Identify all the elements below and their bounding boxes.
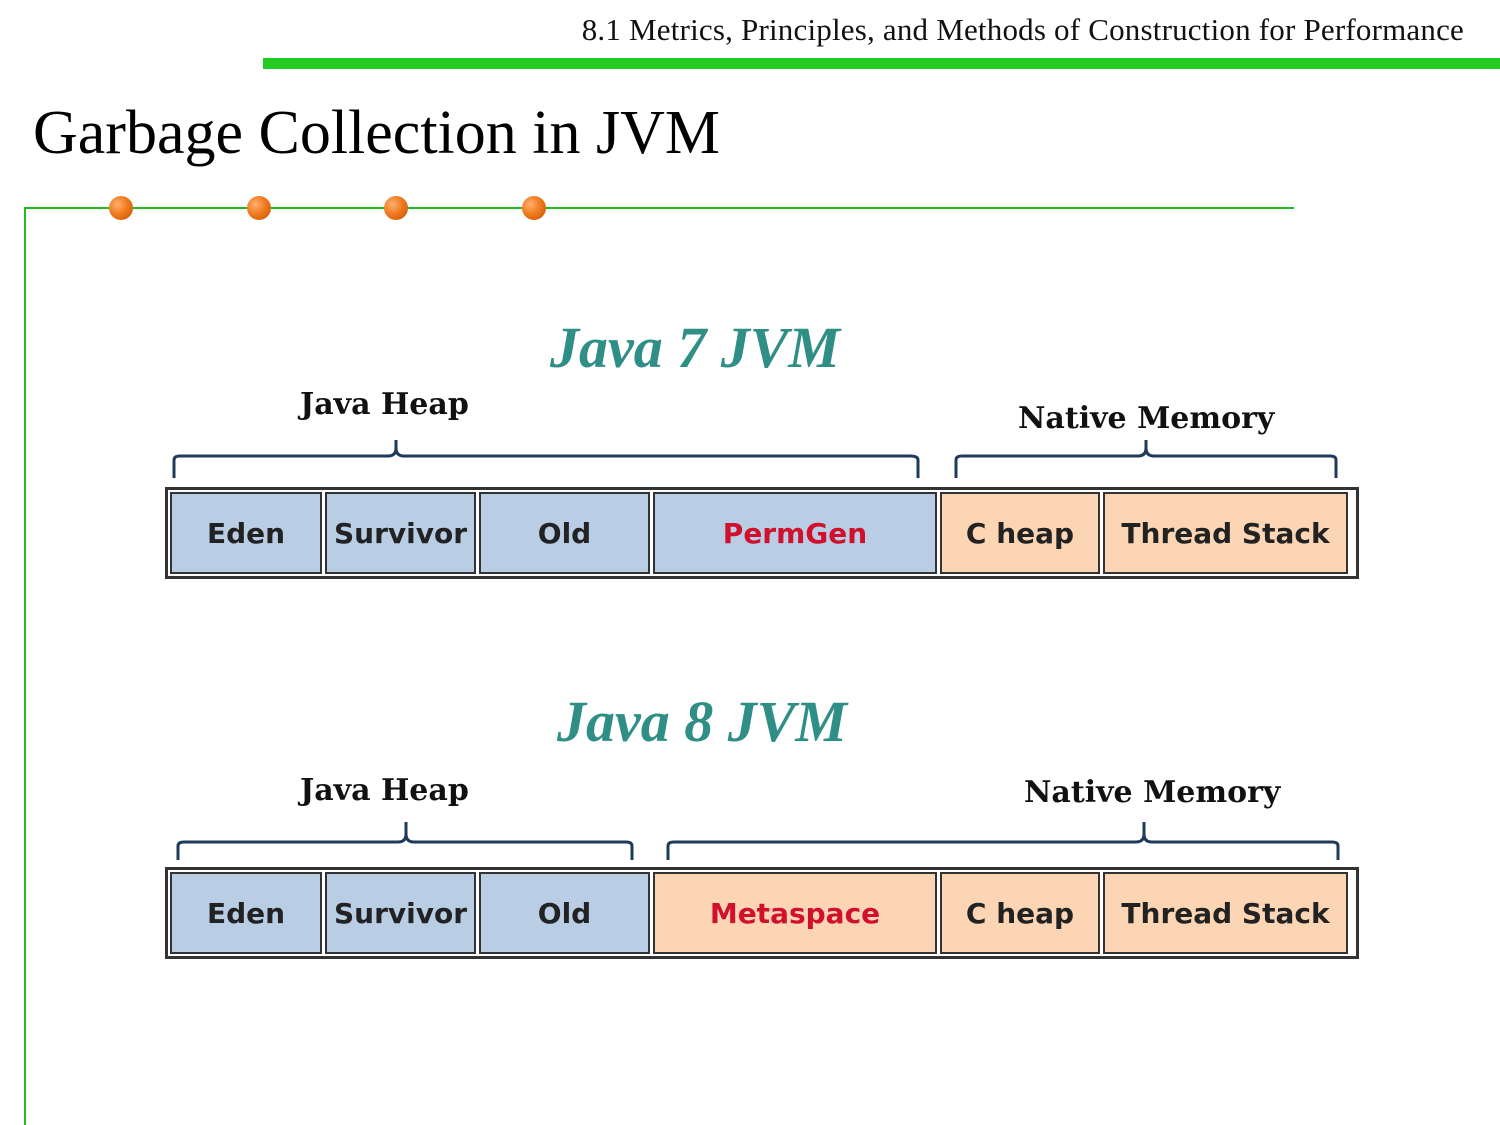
- java8-segment-eden: Eden: [170, 872, 322, 954]
- frame-left-line: [24, 207, 26, 1125]
- java7-segment-thread-stack: Thread Stack: [1103, 492, 1348, 574]
- frame-top-line: [24, 207, 1294, 209]
- bullet-dot-icon: [109, 196, 133, 220]
- java7-native-brace: [954, 440, 1338, 478]
- java8-native-label: Native Memory: [1024, 775, 1281, 810]
- java7-segment-old: Old: [479, 492, 650, 574]
- section-header: 8.1 Metrics, Principles, and Methods of …: [581, 12, 1464, 47]
- java7-title: Java 7 JVM: [550, 315, 840, 380]
- java7-segment-eden: Eden: [170, 492, 322, 574]
- java8-segment-cheap: C heap: [940, 872, 1100, 954]
- java7-heap-brace: [172, 440, 920, 478]
- java7-segment-cheap: C heap: [940, 492, 1100, 574]
- java7-native-label: Native Memory: [1018, 401, 1275, 436]
- bullet-dot-icon: [247, 196, 271, 220]
- bullet-dot-icon: [384, 196, 408, 220]
- java8-memory-bar: Eden Survivor Old Metaspace C heap Threa…: [165, 867, 1359, 959]
- header-rule: [263, 58, 1500, 69]
- java8-heap-brace: [176, 822, 634, 860]
- java7-segment-permgen: PermGen: [653, 492, 937, 574]
- java7-heap-label: Java Heap: [300, 387, 469, 422]
- java8-segment-metaspace: Metaspace: [653, 872, 937, 954]
- java7-segment-survivor: Survivor: [325, 492, 476, 574]
- java8-segment-old: Old: [479, 872, 650, 954]
- slide-title: Garbage Collection in JVM: [33, 99, 721, 167]
- java8-title: Java 8 JVM: [557, 689, 847, 754]
- java8-native-brace: [666, 822, 1340, 860]
- java8-segment-thread-stack: Thread Stack: [1103, 872, 1348, 954]
- java8-segment-survivor: Survivor: [325, 872, 476, 954]
- bullet-dot-icon: [522, 196, 546, 220]
- java7-memory-bar: Eden Survivor Old PermGen C heap Thread …: [165, 487, 1359, 579]
- java8-heap-label: Java Heap: [300, 773, 469, 808]
